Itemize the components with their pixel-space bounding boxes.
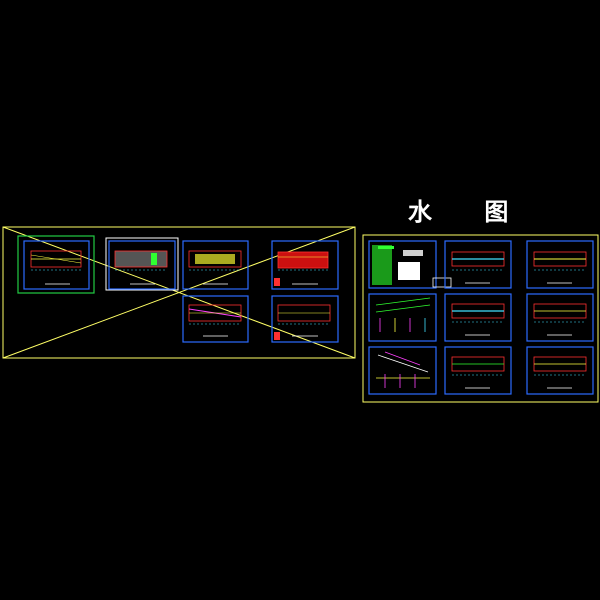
sheet-water-plan-2[interactable] xyxy=(526,240,594,289)
right-layout-group xyxy=(362,234,599,403)
sheet-floor-plan-5[interactable] xyxy=(182,295,249,343)
sheet-riser-diagram-1[interactable] xyxy=(368,293,437,342)
sheet-floor-plan-1[interactable] xyxy=(23,240,90,290)
sheet-floor-plan-2[interactable] xyxy=(108,240,176,290)
highlight-frame-white xyxy=(105,237,179,291)
sheet-water-plan-1[interactable] xyxy=(444,240,512,289)
sheet-floor-plan-3[interactable] xyxy=(182,240,249,290)
left-layout-frame[interactable] xyxy=(2,226,356,359)
sheet-floor-plan-4[interactable] xyxy=(271,240,339,290)
sheet-design-notes[interactable] xyxy=(368,240,452,289)
highlight-frame-green xyxy=(17,235,95,294)
sheet-water-plan-3[interactable] xyxy=(444,293,512,342)
left-layout-group xyxy=(2,226,356,359)
sheet-water-plan-5[interactable] xyxy=(444,346,512,395)
right-layout-frame[interactable] xyxy=(362,234,599,403)
sheet-floor-plan-6[interactable] xyxy=(271,295,339,343)
sheet-riser-diagram-2[interactable] xyxy=(368,346,437,395)
drawing-title: 水 图 xyxy=(408,198,531,226)
sheet-water-plan-4[interactable] xyxy=(526,293,594,342)
sheet-water-plan-6[interactable] xyxy=(526,346,594,395)
cross-diagonal-2 xyxy=(2,226,356,359)
